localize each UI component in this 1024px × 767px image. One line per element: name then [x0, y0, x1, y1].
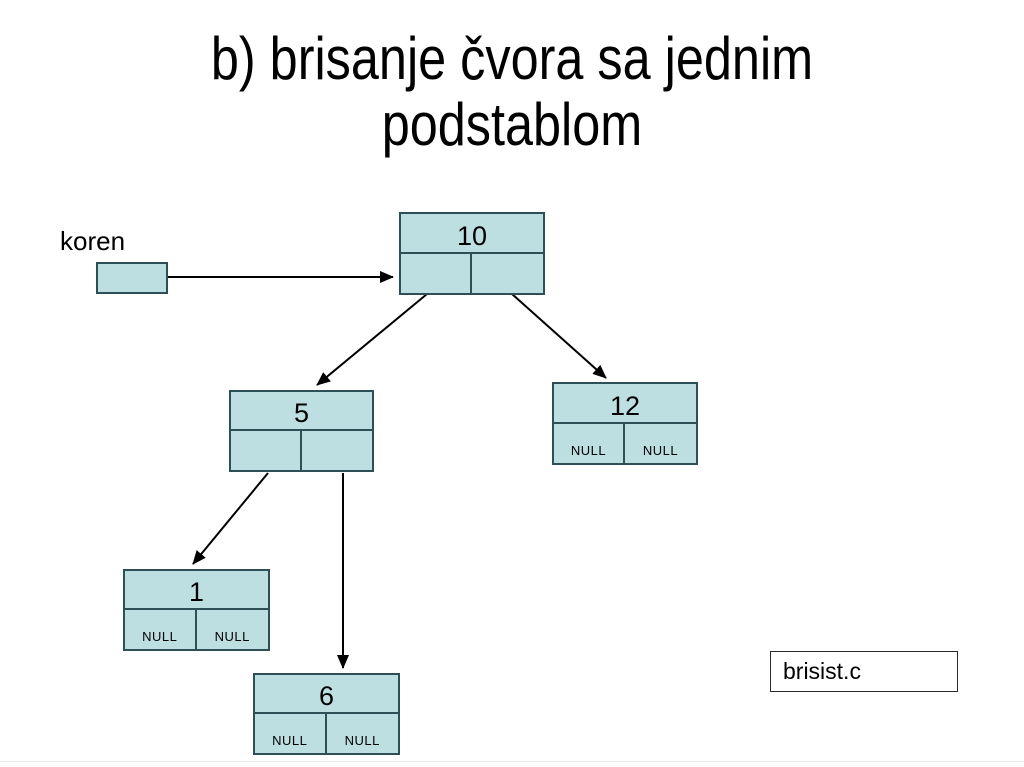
tree-node-1: 1 NULL NULL	[123, 569, 270, 651]
node-6-left-pointer: NULL	[255, 714, 327, 753]
source-file-label: brisist.c	[783, 658, 861, 684]
node-5-left-pointer	[231, 431, 302, 470]
node-1-value: 1	[125, 571, 268, 610]
root-pointer-box	[96, 262, 168, 294]
edge-10-to-12	[511, 293, 607, 379]
slide-bottom-edge	[0, 761, 1024, 762]
node-12-value: 12	[554, 384, 696, 424]
node-1-pointers: NULL NULL	[125, 610, 268, 649]
tree-node-5: 5	[229, 390, 374, 472]
tree-node-10: 10	[399, 212, 545, 295]
slide-title-line2: podstablom	[381, 91, 643, 158]
node-12-left-pointer: NULL	[554, 423, 625, 463]
node-10-left-pointer	[401, 253, 472, 293]
node-6-value: 6	[255, 675, 398, 714]
source-file-box: brisist.c	[770, 651, 958, 692]
node-12-pointers: NULL NULL	[554, 423, 696, 463]
node-5-right-pointer	[302, 431, 373, 470]
node-10-right-pointer	[472, 254, 543, 294]
root-pointer-label: koren	[60, 226, 126, 256]
node-12-right-pointer: NULL	[642, 443, 679, 458]
slide-title: b) brisanje čvora sa jednim podstablom	[82, 26, 942, 158]
node-5-pointers	[231, 431, 372, 470]
slide-title-line1: b) brisanje čvora sa jednim	[210, 25, 814, 92]
node-10-value: 10	[401, 214, 543, 254]
edge-5-to-1	[192, 472, 269, 565]
node-5-value: 5	[231, 392, 372, 431]
node-6-right-pointer: NULL	[344, 733, 380, 748]
node-6-pointers: NULL NULL	[255, 714, 398, 753]
edge-10-to-5	[316, 293, 428, 386]
node-10-pointers	[401, 253, 543, 294]
node-1-left-pointer: NULL	[125, 610, 197, 649]
node-1-right-pointer: NULL	[214, 629, 250, 644]
tree-node-6: 6 NULL NULL	[253, 673, 400, 755]
tree-node-12: 12 NULL NULL	[552, 382, 698, 465]
